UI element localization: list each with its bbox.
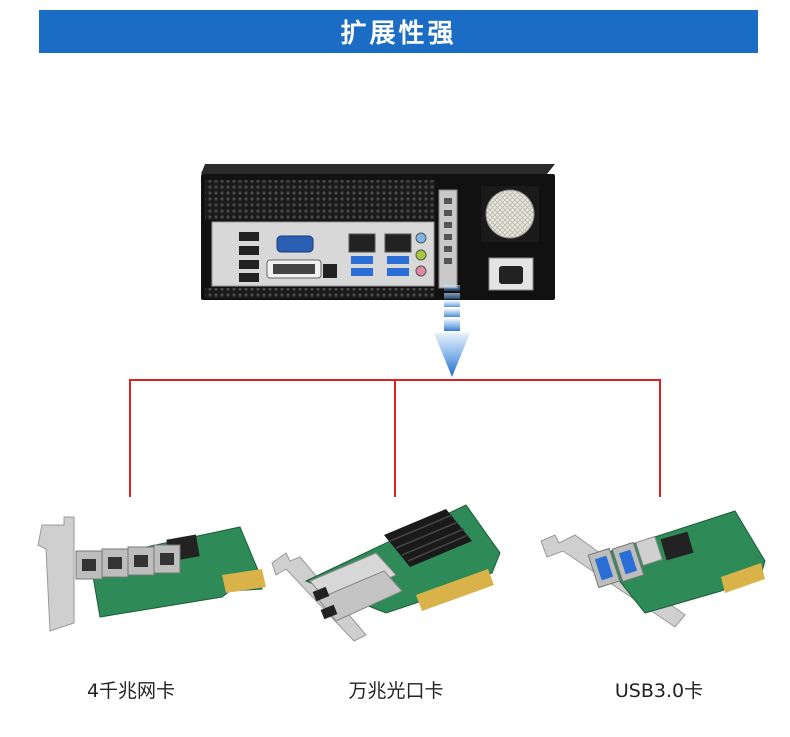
section-title-banner: 扩展性强 — [39, 10, 758, 53]
card-label-usb3: USB3.0卡 — [614, 680, 704, 702]
sfp-fiber-card-image — [271, 504, 501, 642]
computer-chassis-image — [201, 164, 555, 300]
connector-lines — [129, 379, 661, 497]
card-label-sfp: 万兆光口卡 — [348, 680, 444, 702]
usb3-card-image — [540, 510, 766, 628]
section-title: 扩展性强 — [340, 19, 457, 49]
down-arrow-icon — [434, 285, 470, 377]
quad-gigabit-nic-image — [37, 516, 266, 632]
card-label-quad-nic: 4千兆网卡 — [86, 680, 176, 702]
